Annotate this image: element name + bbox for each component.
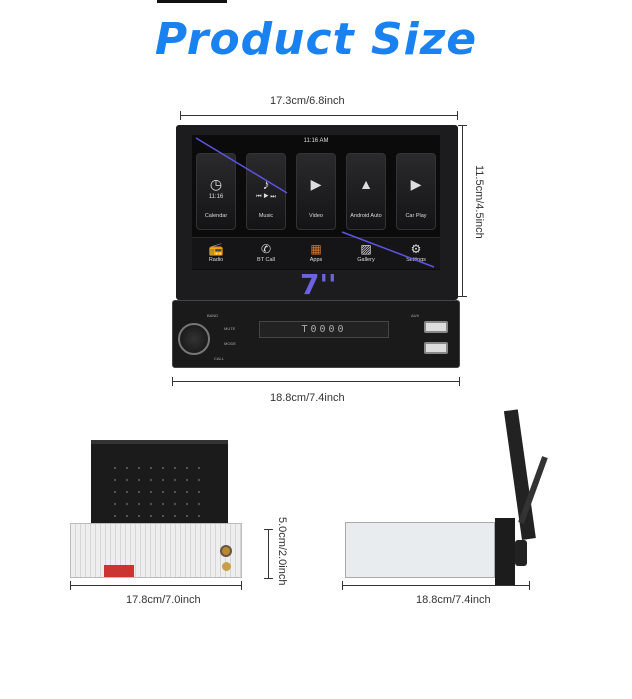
app-card-android-auto[interactable]: ▲ Android Auto: [346, 153, 386, 230]
dim-depth-height: 5.0cm/2.0inch: [276, 517, 288, 586]
gallery-icon: ▨: [360, 242, 372, 256]
status-time: 11:16 AM: [303, 138, 329, 144]
dock-item-radio[interactable]: 📻Radio: [196, 241, 236, 263]
antenna-port: [220, 545, 232, 557]
btn-label-mode: MODE: [224, 341, 236, 346]
dim-line-top: [180, 111, 458, 120]
usb-port-2: [424, 342, 448, 354]
status-bar: 11:16 AM: [192, 138, 440, 148]
rear-connector: [104, 565, 134, 577]
dim-line-side: [342, 581, 530, 590]
btn-label-call: CALL: [214, 356, 225, 361]
gps-port: [222, 562, 231, 571]
music-note-icon: ♪: [262, 176, 270, 192]
radio-icon: 📻: [208, 242, 224, 256]
dim-side-length: 18.8cm/7.4inch: [416, 594, 491, 606]
dock-label: Gallery: [357, 257, 375, 263]
dim-height: 11.5cm/4.5inch: [473, 165, 485, 239]
app-card-video[interactable]: ▶ Video: [296, 153, 336, 230]
side-chassis: [345, 522, 495, 578]
side-knob: [515, 540, 527, 566]
btn-label-mute: MUTE: [224, 326, 236, 331]
volume-knob: [178, 323, 210, 355]
play-circle-icon: ▶: [310, 176, 322, 192]
top-bar: [157, 0, 227, 3]
card-label: Music: [258, 213, 274, 219]
dock-label: Apps: [309, 257, 323, 263]
android-auto-icon: ▲: [359, 176, 373, 192]
card-label: Video: [309, 213, 323, 219]
dim-screen-width: 17.3cm/6.8inch: [270, 95, 345, 107]
dim-line-height: [458, 125, 467, 297]
dock-label: BT Call: [257, 257, 275, 263]
usb-port-1: [424, 321, 448, 333]
app-card-car-play[interactable]: ▶ Car Play: [396, 153, 436, 230]
app-dock: 📻Radio✆BT Call▦Apps▨Gallery⚙Settings: [192, 237, 440, 269]
dim-line-depth: [264, 529, 273, 579]
card-label: Car Play: [405, 213, 427, 219]
carplay-icon: ▶: [410, 176, 422, 192]
side-faceplate: [495, 518, 515, 585]
phone-icon: ✆: [260, 242, 272, 256]
card-extra: ⏮ ▶ ⏭: [256, 194, 276, 200]
dim-face-width: 18.8cm/7.4inch: [270, 392, 345, 404]
dim-line-face: [172, 377, 460, 386]
screen-size-badge: 7'': [300, 268, 337, 301]
settings-icon: ⚙: [410, 242, 422, 256]
dock-item-gallery[interactable]: ▨Gallery: [346, 241, 386, 263]
rear-screen-view: [91, 440, 228, 523]
card-extra: 11:16: [208, 194, 224, 200]
card-label: Android Auto: [350, 213, 382, 219]
dock-item-apps[interactable]: ▦Apps: [296, 241, 336, 263]
btn-label-band: BAND: [207, 313, 219, 318]
diagonal-size-line: [195, 137, 435, 268]
dock-label: Radio: [208, 257, 224, 263]
apps-grid-icon: ▦: [310, 242, 322, 256]
dim-line-back: [70, 581, 242, 590]
page-title: Product Size: [154, 14, 478, 65]
rear-chassis: [70, 523, 242, 578]
dim-back-width: 17.8cm/7.0inch: [126, 594, 201, 606]
faceplate-display: T0000: [259, 321, 389, 338]
card-label: Calendar: [204, 213, 228, 219]
btn-label-aux: AUX: [411, 313, 420, 318]
clock-icon: ◷: [209, 176, 223, 192]
dock-item-bt-call[interactable]: ✆BT Call: [246, 241, 286, 263]
